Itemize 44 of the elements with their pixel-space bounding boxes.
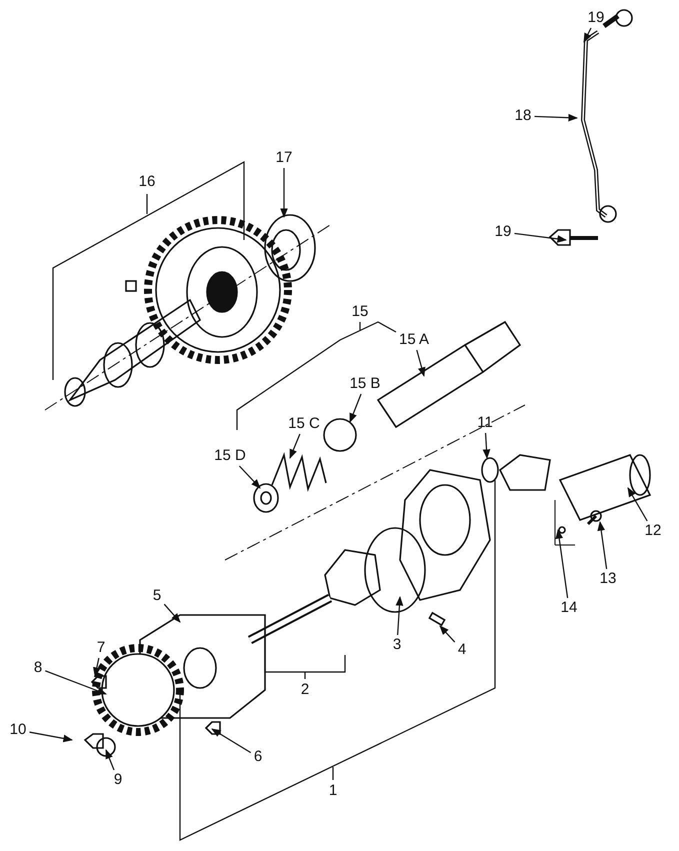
leader-line [164,604,181,623]
callout-number: 7 [94,639,108,657]
callout-number: 15 D [212,447,248,465]
callout-number: 13 [598,570,618,588]
leader-line [583,28,592,43]
leader-line [289,434,300,459]
leader-line [238,466,261,489]
callout-number: 16 [138,173,156,191]
leader-line [211,728,252,754]
leader-line [45,670,107,695]
callout-number: 1 [328,782,338,800]
leader-line [439,625,456,642]
callout-number: 8 [32,659,44,677]
callout-number: 12 [642,522,664,540]
callout-number: 14 [558,599,580,617]
leader-line [555,529,568,598]
leader-line [396,596,404,636]
leader-line [105,749,115,770]
callout-number: 4 [456,641,468,659]
callout-number: 2 [300,681,310,699]
callout-number: 15 C [286,415,322,433]
leader-line [597,521,608,570]
callout-number: 15 B [348,375,382,393]
callout-number: 17 [274,149,294,167]
callout-number: 10 [8,721,28,739]
leader-line [93,658,101,677]
leader-line [482,432,490,459]
callout-number: 15 [350,303,370,321]
leader-line [416,350,426,377]
callout-number: 3 [390,636,404,654]
callout-number: 19 [586,9,606,27]
callout-number: 18 [512,107,534,125]
leader-line [280,168,288,218]
leader-line [514,232,567,243]
leader-line [534,114,578,122]
callout-number: 11 [475,414,495,432]
callout-number: 6 [252,748,264,766]
leader-line [627,487,648,522]
callout-number: 5 [150,587,164,605]
callout-number: 19 [492,223,514,241]
leader-line [349,394,362,423]
callout-number: 15 A [396,331,432,349]
callout-number: 9 [112,771,124,789]
leader-line [29,732,73,742]
